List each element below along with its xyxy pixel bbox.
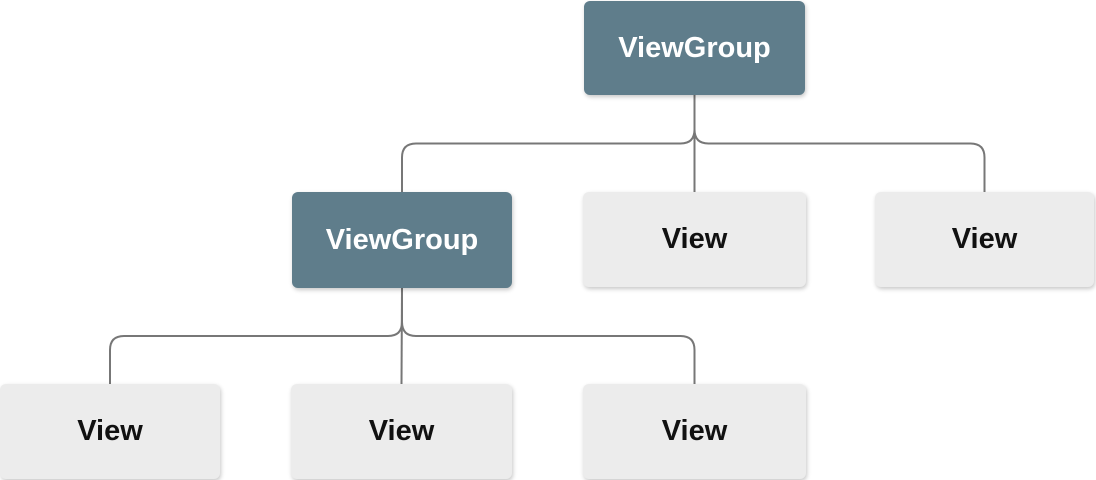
node-v4-view: View xyxy=(291,384,512,479)
node-label: View xyxy=(77,415,143,447)
node-label: View xyxy=(951,223,1018,255)
node-label: ViewGroup xyxy=(325,223,479,256)
node-label: View xyxy=(661,415,728,447)
edge-connector-root-v2 xyxy=(693,95,986,192)
edge-connector-root-vg2 xyxy=(401,95,696,192)
node-v3-view: View xyxy=(0,384,220,479)
node-v5-view: View xyxy=(583,384,806,479)
node-label: ViewGroup xyxy=(618,31,771,64)
node-v1-view: View xyxy=(583,192,806,287)
node-label: View xyxy=(368,415,435,447)
edge-connector-vg2-v3 xyxy=(109,288,403,384)
node-root-group: ViewGroup xyxy=(584,1,805,95)
node-v2-view: View xyxy=(875,192,1094,287)
node-label: View xyxy=(661,223,728,255)
edge-connector-vg2-v5 xyxy=(401,288,696,384)
node-vg2-group: ViewGroup xyxy=(292,192,512,288)
